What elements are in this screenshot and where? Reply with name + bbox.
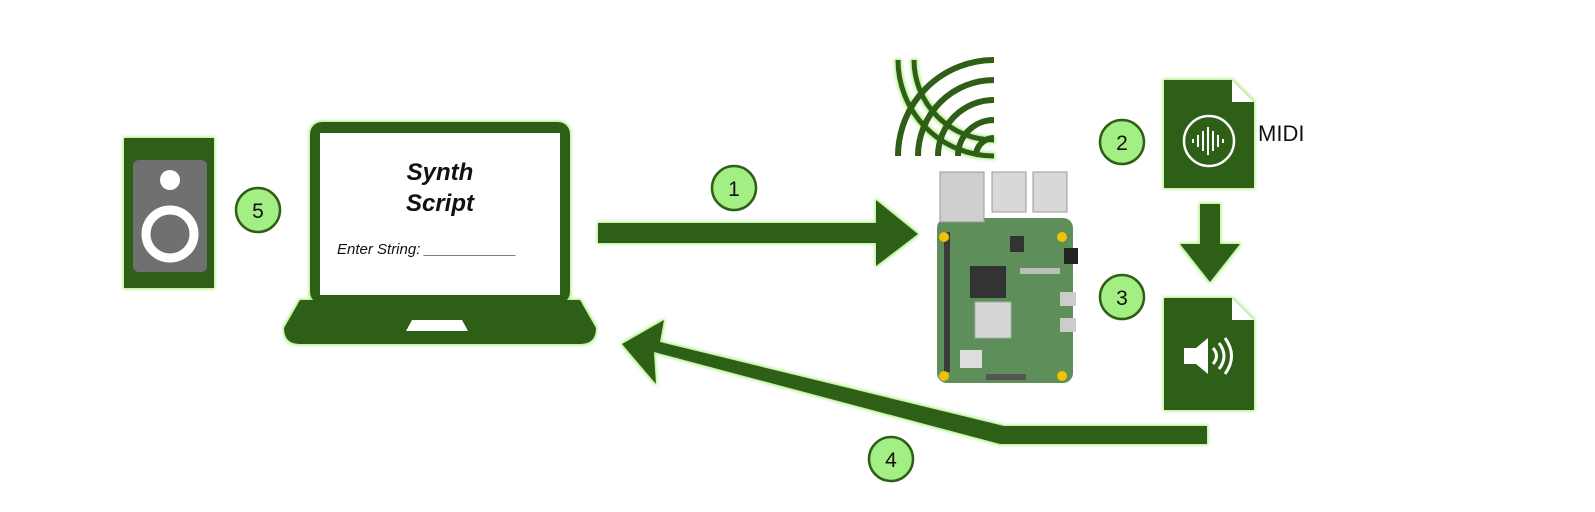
arrow-midi-to-audio [1180,204,1240,282]
raspberry-pi-icon [937,171,1078,383]
svg-text:2: 2 [1116,132,1128,155]
step-badge-5: 5 [234,186,282,234]
wifi-waves [895,57,995,157]
speaker-icon [124,138,214,288]
step-badge-2: 2 [1098,118,1146,166]
audio-file-icon [1164,298,1254,410]
svg-text:5: 5 [252,200,264,223]
arrow-to-laptop [622,320,1207,444]
laptop-icon [284,122,596,344]
step-badge-1: 1 [710,164,758,212]
step-badge-3: 3 [1098,273,1146,321]
step-badge-4: 4 [867,435,915,483]
app-title-line2: Script [406,190,475,217]
midi-label: MIDI [1258,121,1304,146]
arrow-to-board [598,200,918,266]
string-input-prompt: Enter String: ___________ [337,241,516,258]
midi-file-icon [1164,80,1254,188]
app-title-line1: Synth [407,159,474,186]
svg-text:4: 4 [885,449,897,472]
svg-text:1: 1 [728,178,740,201]
svg-text:3: 3 [1116,287,1128,310]
